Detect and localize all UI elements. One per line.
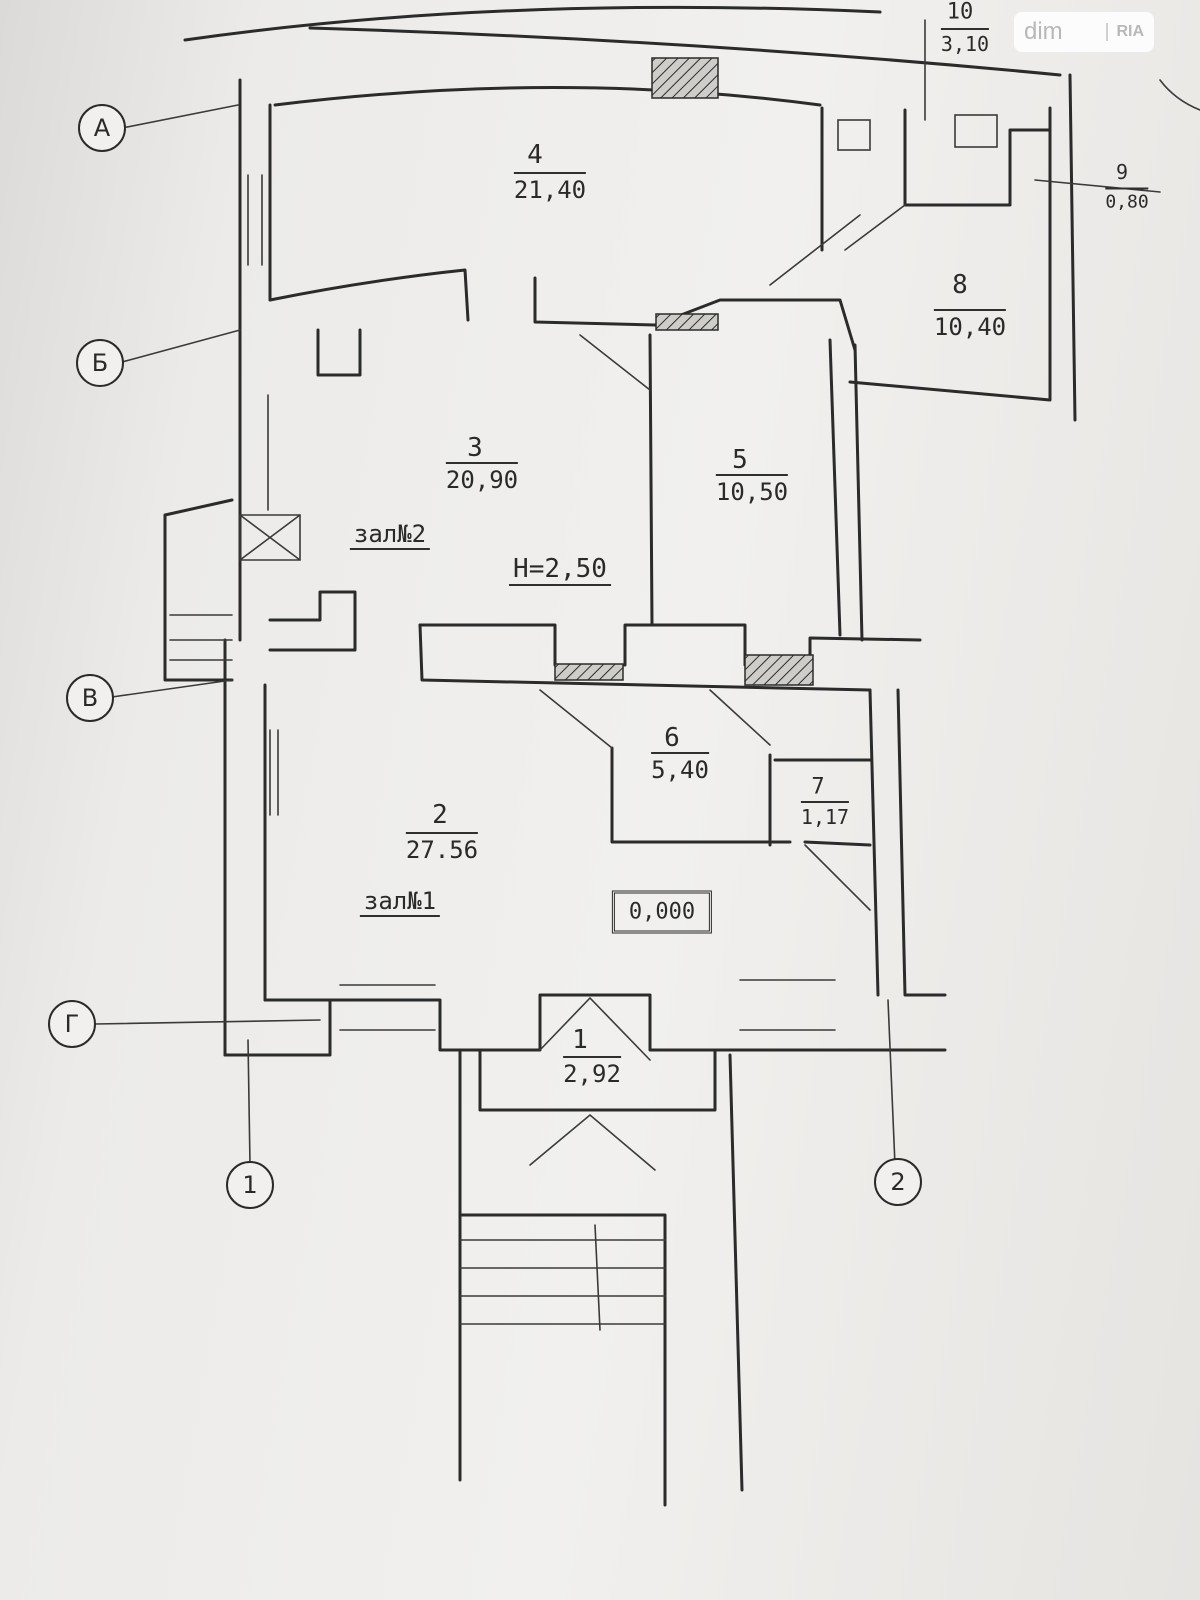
room-8-area: 10,40 bbox=[933, 309, 1007, 341]
room-9-10-walls bbox=[820, 106, 1052, 252]
north-wall-inner bbox=[273, 86, 822, 107]
door-swing-5 bbox=[579, 334, 651, 391]
axis-col-2: 2 bbox=[874, 1158, 922, 1206]
room-1-area: 2,92 bbox=[563, 1056, 621, 1088]
axis-row-a: A bbox=[78, 104, 126, 152]
east-wall-5 bbox=[828, 338, 864, 642]
partition-3-2-bottom bbox=[418, 623, 872, 692]
door-swing-8 bbox=[769, 204, 906, 286]
top-border-line bbox=[183, 5, 882, 42]
wall-4-3-left bbox=[268, 268, 470, 322]
partition-3-2-right bbox=[418, 623, 922, 667]
room-6-area: 5,40 bbox=[651, 752, 709, 784]
room-9-area: 0,80 bbox=[1105, 187, 1149, 213]
hatched-column-top bbox=[651, 57, 719, 99]
room-9-leader bbox=[1034, 179, 1161, 193]
balcony-steps bbox=[169, 614, 233, 661]
room-4-area: 21,40 bbox=[513, 172, 587, 204]
room-9-number: 9 bbox=[1115, 160, 1129, 184]
axis-b-line bbox=[121, 329, 241, 363]
room-6-number: 6 bbox=[664, 723, 680, 753]
x-cross-cupboard bbox=[239, 514, 301, 561]
site-watermark: dim RIA bbox=[1014, 12, 1154, 52]
room-2-number: 2 bbox=[432, 800, 448, 830]
axis-col-1: 1 bbox=[226, 1161, 274, 1209]
hatched-column-mid bbox=[655, 313, 719, 331]
door-swing-entrance bbox=[529, 996, 656, 1171]
room-10-number: 10 bbox=[946, 0, 974, 25]
room-10-area: 3,10 bbox=[940, 28, 990, 56]
corner-mark bbox=[1159, 79, 1200, 111]
hall-2-label: зал№2 bbox=[349, 520, 431, 550]
east-wall-2 bbox=[868, 688, 947, 997]
south-window-right bbox=[739, 979, 836, 1031]
north-wall-outer bbox=[308, 26, 1062, 77]
east-wall-8 bbox=[848, 73, 1077, 422]
door-swing-7 bbox=[804, 844, 871, 911]
south-wall bbox=[223, 998, 332, 1057]
left-balcony bbox=[163, 498, 234, 682]
south-wall-mid bbox=[328, 993, 947, 1052]
axis-a-line bbox=[121, 104, 239, 129]
west-wall-lower bbox=[223, 638, 267, 1057]
room-1-number: 1 bbox=[572, 1025, 588, 1055]
door-swing-6 bbox=[539, 689, 771, 749]
wall-4-3-stub bbox=[316, 328, 362, 377]
hall-1-label: зал№1 bbox=[359, 887, 441, 917]
south-window-left bbox=[339, 984, 436, 1031]
room-7-area: 1,17 bbox=[800, 801, 850, 829]
stair-block bbox=[458, 1213, 667, 1507]
room-5-area: 10,50 bbox=[715, 474, 789, 506]
axis-row-g: Г bbox=[48, 1000, 96, 1048]
room-8-number: 8 bbox=[952, 270, 968, 300]
stair-treads bbox=[459, 1224, 666, 1331]
axis-1-line bbox=[247, 1039, 251, 1166]
ceiling-height-note: H=2,50 bbox=[509, 554, 611, 586]
west-window-1 bbox=[247, 174, 263, 266]
axis-row-v: В bbox=[66, 674, 114, 722]
room-7-walls bbox=[773, 758, 872, 847]
room-6-walls bbox=[610, 746, 792, 847]
axis-v-line bbox=[111, 679, 233, 698]
watermark-brand: dim bbox=[1024, 18, 1063, 45]
wall-4-3-right bbox=[533, 276, 857, 352]
floor-level-mark: 0,000 bbox=[611, 890, 713, 934]
sink-fixture bbox=[954, 114, 998, 148]
axis-g-line bbox=[94, 1019, 321, 1025]
hatched-column-low-2 bbox=[744, 654, 814, 686]
wc-fixture bbox=[837, 119, 871, 151]
room-3-area: 20,90 bbox=[445, 462, 519, 494]
room-4-number: 4 bbox=[527, 140, 543, 170]
axis-2-line bbox=[887, 999, 896, 1166]
room-2-area: 27.56 bbox=[405, 832, 479, 864]
vestibule-walls bbox=[458, 1048, 744, 1492]
partition-3-5 bbox=[648, 333, 654, 627]
room-3-number: 3 bbox=[467, 433, 483, 463]
hatched-column-low-1 bbox=[554, 663, 624, 681]
room-7-number: 7 bbox=[811, 774, 825, 800]
watermark-partner-logo: RIA bbox=[1106, 23, 1144, 41]
west-window-3 bbox=[269, 729, 279, 816]
partition-3-2-left bbox=[268, 590, 357, 652]
room-5-number: 5 bbox=[732, 445, 748, 475]
axis-row-b: Б bbox=[76, 339, 124, 387]
